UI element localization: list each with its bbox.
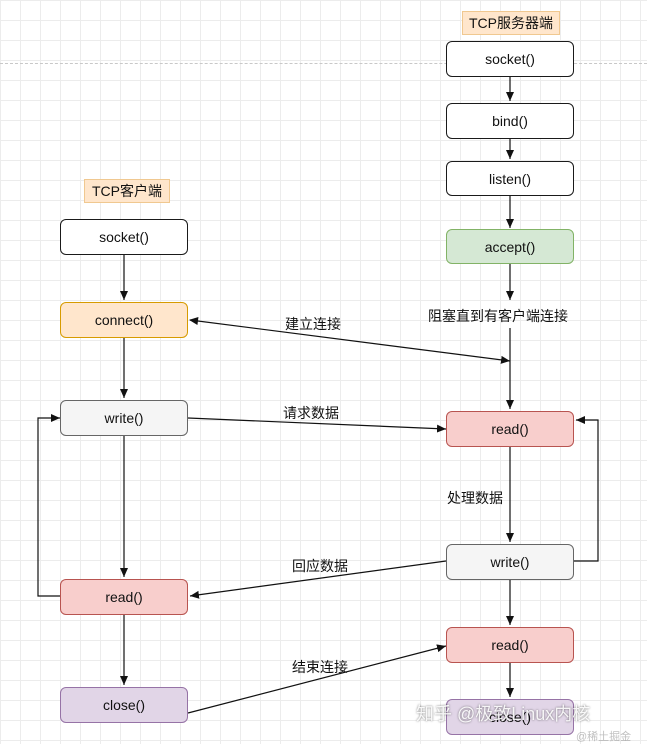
server-read-node: read() <box>446 411 574 447</box>
server-write-node: write() <box>446 544 574 580</box>
label-reply: 回应数据 <box>292 558 348 574</box>
edge-end <box>187 644 447 714</box>
watermark: 知乎 @极致Linux内核 <box>416 704 591 724</box>
label-request: 请求数据 <box>283 405 339 421</box>
edge-client-loop <box>37 414 62 597</box>
client-close-node: close() <box>60 687 188 723</box>
divider-line <box>0 63 647 64</box>
edge-reply <box>189 560 447 599</box>
label-connect: 建立连接 <box>285 316 341 332</box>
label-end: 结束连接 <box>292 659 348 675</box>
label-process: 处理数据 <box>447 490 503 506</box>
server-title: TCP服务器端 <box>462 11 560 35</box>
client-socket-node: socket() <box>60 219 188 255</box>
client-read-node: read() <box>60 579 188 615</box>
client-title: TCP客户端 <box>84 179 170 203</box>
client-write-node: write() <box>60 400 188 436</box>
edge-server-loop <box>574 416 599 562</box>
edge-connect <box>189 317 511 364</box>
server-close-node: close() <box>446 699 574 735</box>
server-socket-node: socket() <box>446 41 574 77</box>
server-bind-node: bind() <box>446 103 574 139</box>
server-listen-node: listen() <box>446 161 574 196</box>
edge-request <box>187 417 447 433</box>
server-accept-node: accept() <box>446 229 574 264</box>
client-connect-node: connect() <box>60 302 188 338</box>
label-block: 阻塞直到有客户端连接 <box>428 308 568 324</box>
server-read2-node: read() <box>446 627 574 663</box>
watermark-small: @稀土掘金 <box>576 731 632 743</box>
